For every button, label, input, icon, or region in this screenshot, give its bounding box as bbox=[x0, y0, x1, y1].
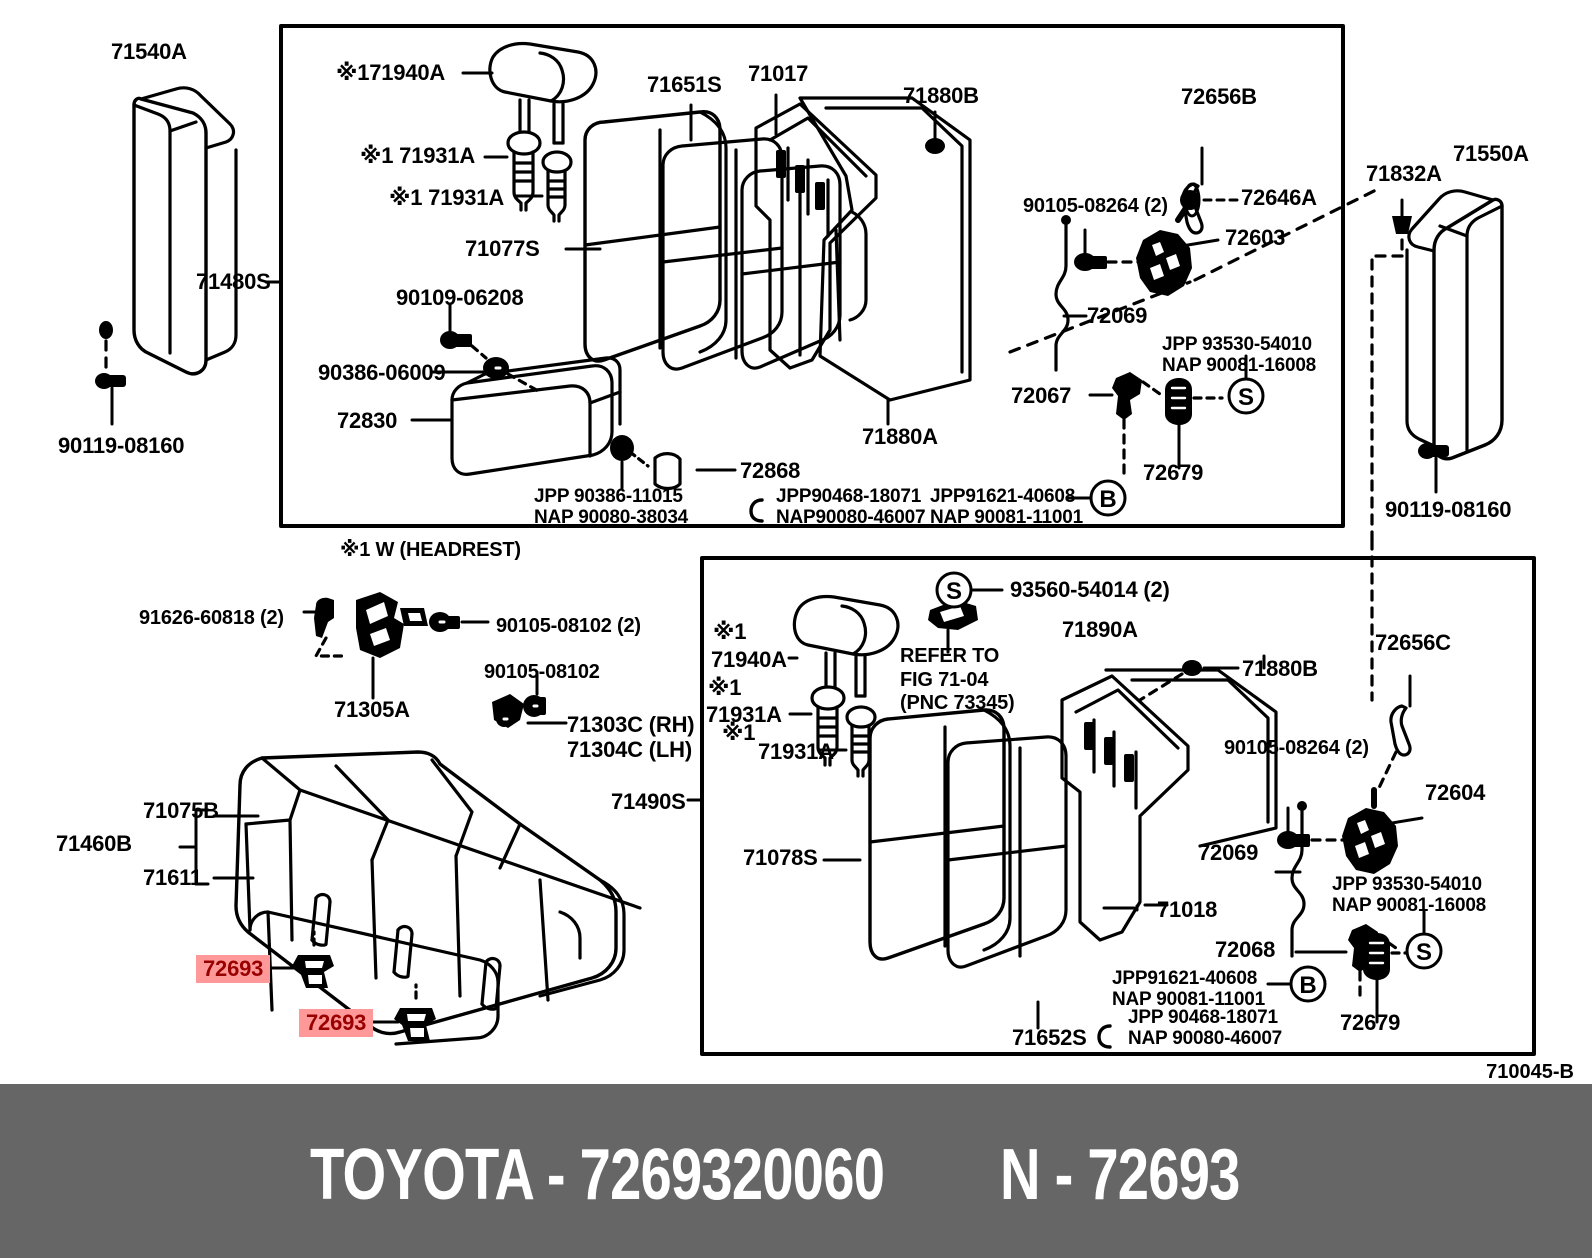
label-71832A: 71832A bbox=[1366, 161, 1442, 186]
label-90105-08264-upper: 90105-08264 (2) bbox=[1023, 195, 1168, 217]
label-71931A-upper-2: ※1 71931A bbox=[389, 185, 505, 210]
mark-71931A-lower-1: ※1 bbox=[708, 675, 742, 700]
label-72068: 72068 bbox=[1215, 937, 1276, 962]
label-72069-lower: 72069 bbox=[1198, 840, 1259, 865]
label-72069-upper: 72069 bbox=[1087, 303, 1148, 328]
asterisk-mark-icon: ※1 bbox=[336, 60, 370, 85]
svg-text:S: S bbox=[1238, 384, 1254, 411]
label-90109-06208: 90109-06208 bbox=[396, 285, 524, 310]
label-71303C-71304C: 71303C (RH) 71304C (LH) bbox=[567, 712, 695, 762]
label-71018: 71018 bbox=[1157, 897, 1218, 922]
label-72693-highlighted-2[interactable]: 72693 bbox=[299, 1009, 374, 1038]
label-72679-upper: 72679 bbox=[1143, 460, 1204, 485]
label-71490S: 71490S bbox=[611, 789, 686, 814]
label-72693-highlighted-1[interactable]: 72693 bbox=[196, 955, 271, 984]
label-71017: 71017 bbox=[748, 61, 809, 86]
label-71890A: 71890A bbox=[1062, 617, 1138, 642]
note-jpp-90468-18071-lower: JPP 90468-18071 NAP 90080-46007 bbox=[1128, 1007, 1283, 1050]
label-93560-54014: 93560-54014 (2) bbox=[1010, 577, 1170, 602]
note-jpp-93530-54010-upper: JPP 93530-54010 NAP 90081-16008 bbox=[1162, 334, 1317, 377]
label-71931A-lower-1: 71931A bbox=[706, 702, 782, 727]
label-90386-06009: 90386-06009 bbox=[318, 360, 446, 385]
note-jpp-91621-40608-upper: JPP91621-40608 NAP 90081-11001 bbox=[930, 486, 1083, 529]
label-71940A-lower: 71940A bbox=[711, 647, 787, 672]
label-71931A-lower-2: 71931A bbox=[758, 739, 834, 764]
note-headrest: ※1 W (HEADREST) bbox=[340, 539, 521, 561]
svg-text:B: B bbox=[1299, 972, 1316, 999]
label-71540A: 71540A bbox=[111, 39, 187, 64]
label-71077S: 71077S bbox=[465, 236, 540, 261]
label-71075B: 71075B bbox=[143, 798, 219, 823]
label-72646A: 72646A bbox=[1241, 185, 1317, 210]
footer-pnc: N - 72693 bbox=[1000, 1135, 1240, 1215]
label-71880A: 71880A bbox=[862, 424, 938, 449]
mark-71931A-lower-2: ※1 bbox=[722, 720, 756, 745]
label-72604: 72604 bbox=[1425, 780, 1486, 805]
label-72656C: 72656C bbox=[1375, 630, 1451, 655]
note-jpp-91621-40608-lower: JPP91621-40608 NAP 90081-11001 bbox=[1112, 968, 1265, 1011]
asterisk-mark-icon: ※1 bbox=[360, 143, 394, 168]
label-71931A-upper-1: ※1 71931A bbox=[360, 143, 476, 168]
svg-text:B: B bbox=[1099, 486, 1116, 513]
label-71880B-lower: 71880B bbox=[1242, 656, 1318, 681]
svg-text:S: S bbox=[1416, 939, 1432, 966]
label-90105-08102-2: 90105-08102 (2) bbox=[496, 615, 641, 637]
label-71078S: 71078S bbox=[743, 845, 818, 870]
label-71460B: 71460B bbox=[56, 831, 132, 856]
label-71652S: 71652S bbox=[1012, 1025, 1087, 1050]
label-91626-60818: 91626-60818 (2) bbox=[139, 607, 284, 629]
note-jpp-90386-11015: JPP 90386-11015 NAP 90080-38034 bbox=[534, 486, 689, 529]
label-72868: 72868 bbox=[740, 458, 801, 483]
label-72067: 72067 bbox=[1011, 383, 1072, 408]
label-71305A: 71305A bbox=[334, 697, 410, 722]
label-71651S: 71651S bbox=[647, 72, 722, 97]
note-jpp-90468-18071: JPP90468-18071 NAP90080-46007 bbox=[776, 486, 926, 529]
label-71480S: 71480S bbox=[196, 269, 271, 294]
label-72679-lower: 72679 bbox=[1340, 1010, 1401, 1035]
label-71611: 71611 bbox=[143, 865, 202, 890]
svg-text:S: S bbox=[946, 578, 962, 605]
label-72603: 72603 bbox=[1225, 225, 1286, 250]
footer-bar bbox=[0, 1084, 1592, 1258]
label-71550A: 71550A bbox=[1453, 141, 1529, 166]
footer-brand-part: TOYOTA - 7269320060 bbox=[310, 1135, 885, 1215]
note-jpp-93530-54010-lower: JPP 93530-54010 NAP 90081-16008 bbox=[1332, 874, 1487, 917]
label-72830: 72830 bbox=[337, 408, 398, 433]
label-72656B: 72656B bbox=[1181, 84, 1257, 109]
asterisk-mark-icon: ※1 bbox=[389, 185, 423, 210]
label-90119-08160-right: 90119-08160 bbox=[1385, 497, 1512, 522]
label-90105-08102: 90105-08102 bbox=[484, 661, 600, 683]
note-refer-to-fig: REFER TO FIG 71-04 (PNC 73345) bbox=[900, 645, 1015, 715]
label-90105-08264-lower: 90105-08264 (2) bbox=[1224, 737, 1369, 759]
mark-71940A-lower: ※1 bbox=[713, 619, 747, 644]
label-71940A-upper: ※171940A bbox=[336, 60, 446, 85]
label-90119-08160-left: 90119-08160 bbox=[58, 433, 185, 458]
figure-number: 710045-B bbox=[1486, 1061, 1574, 1083]
label-71880B-upper: 71880B bbox=[903, 83, 979, 108]
